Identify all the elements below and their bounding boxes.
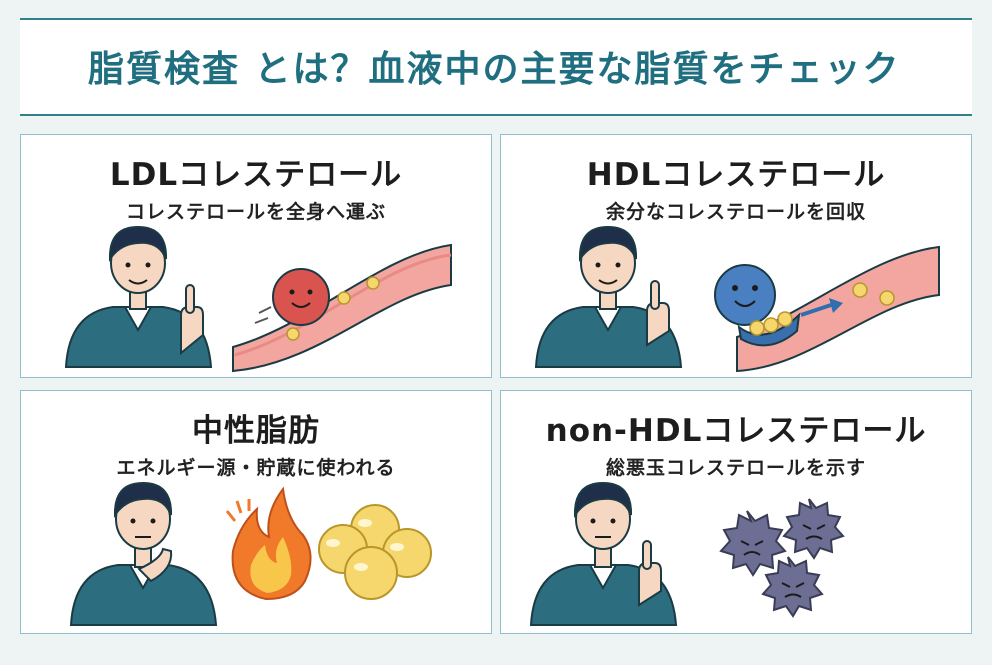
flame-icon <box>225 486 312 601</box>
title-banner: 脂質検査 とは？血液中の主要な脂質をチェック <box>20 18 972 116</box>
person-pointing-icon <box>64 225 213 368</box>
card-ldl: LDLコレステロール コレステロールを全身へ運ぶ <box>20 134 492 378</box>
ldl-illustration <box>64 225 452 373</box>
fat-globules-icon <box>318 504 432 600</box>
page-title: 脂質検査 とは？血液中の主要な脂質をチェック <box>88 49 901 90</box>
card-triglycerides: 中性脂肪 エネルギー源・貯蔵に使われる <box>20 390 492 634</box>
card-hdl: HDLコレステロール 余分なコレステロールを回収 <box>500 134 972 378</box>
card-heading: HDLコレステロール <box>586 157 886 193</box>
card-non-hdl: non-HDLコレステロール 総悪玉コレステロールを示す <box>500 390 972 634</box>
card-heading: 中性脂肪 <box>192 413 320 449</box>
non-hdl-illustration <box>529 481 845 626</box>
card-heading: non-HDLコレステロール <box>545 413 927 449</box>
person-thinking-icon <box>69 481 218 626</box>
card-subtitle: コレステロールを全身へ運ぶ <box>125 201 386 223</box>
hdl-illustration <box>534 225 940 373</box>
bad-particle-icon <box>782 498 845 560</box>
ldl-particle-icon <box>254 268 330 326</box>
person-pointing-icon <box>534 225 683 368</box>
card-subtitle: エネルギー源・貯蔵に使われる <box>116 457 396 479</box>
blood-vessel-icon <box>736 245 940 373</box>
card-heading: LDLコレステロール <box>109 157 403 193</box>
bad-particle-icon <box>719 510 787 577</box>
card-subtitle: 総悪玉コレステロールを示す <box>605 457 866 479</box>
card-subtitle: 余分なコレステロールを回収 <box>605 201 866 223</box>
hdl-particle-icon <box>714 264 801 347</box>
blood-vessel-icon <box>232 243 452 373</box>
person-pointing-icon <box>529 481 678 626</box>
bad-particle-icon <box>761 556 824 618</box>
triglyceride-illustration <box>69 481 432 626</box>
